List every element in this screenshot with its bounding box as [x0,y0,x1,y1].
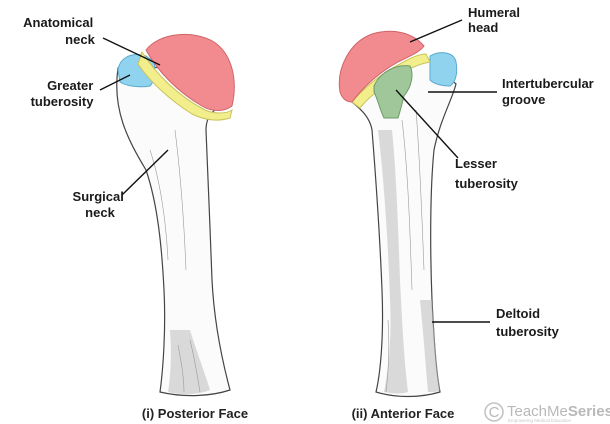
anterior-greater-tuberosity [430,53,457,86]
logo-letter: C [489,404,500,421]
label-anatomical-neck: Anatomical neck [23,15,97,47]
teachmeseries-watermark: C TeachMeSeries Empowering Medical Educa… [485,403,610,423]
caption-anterior-face: (ii) Anterior Face [352,406,455,421]
humeral-head-leader [410,20,462,42]
label-deltoid-tuberosity: Deltoid tuberosity [496,306,560,339]
label-greater-tuberosity: Greater tuberosity [31,78,97,109]
brand-tagline: Empowering Medical Education [508,418,572,423]
anterior-humerus [339,31,456,396]
label-intertubercular-groove: Intertubercular groove [502,76,597,107]
label-surgical-neck: Surgical neck [73,189,128,220]
label-lesser-tuberosity: Lesser tuberosity [455,156,519,191]
anterior-shaft [352,60,456,397]
posterior-humerus [117,34,235,395]
label-humeral-head: Humeral head [468,5,524,35]
caption-posterior-face: (i) Posterior Face [142,406,248,421]
